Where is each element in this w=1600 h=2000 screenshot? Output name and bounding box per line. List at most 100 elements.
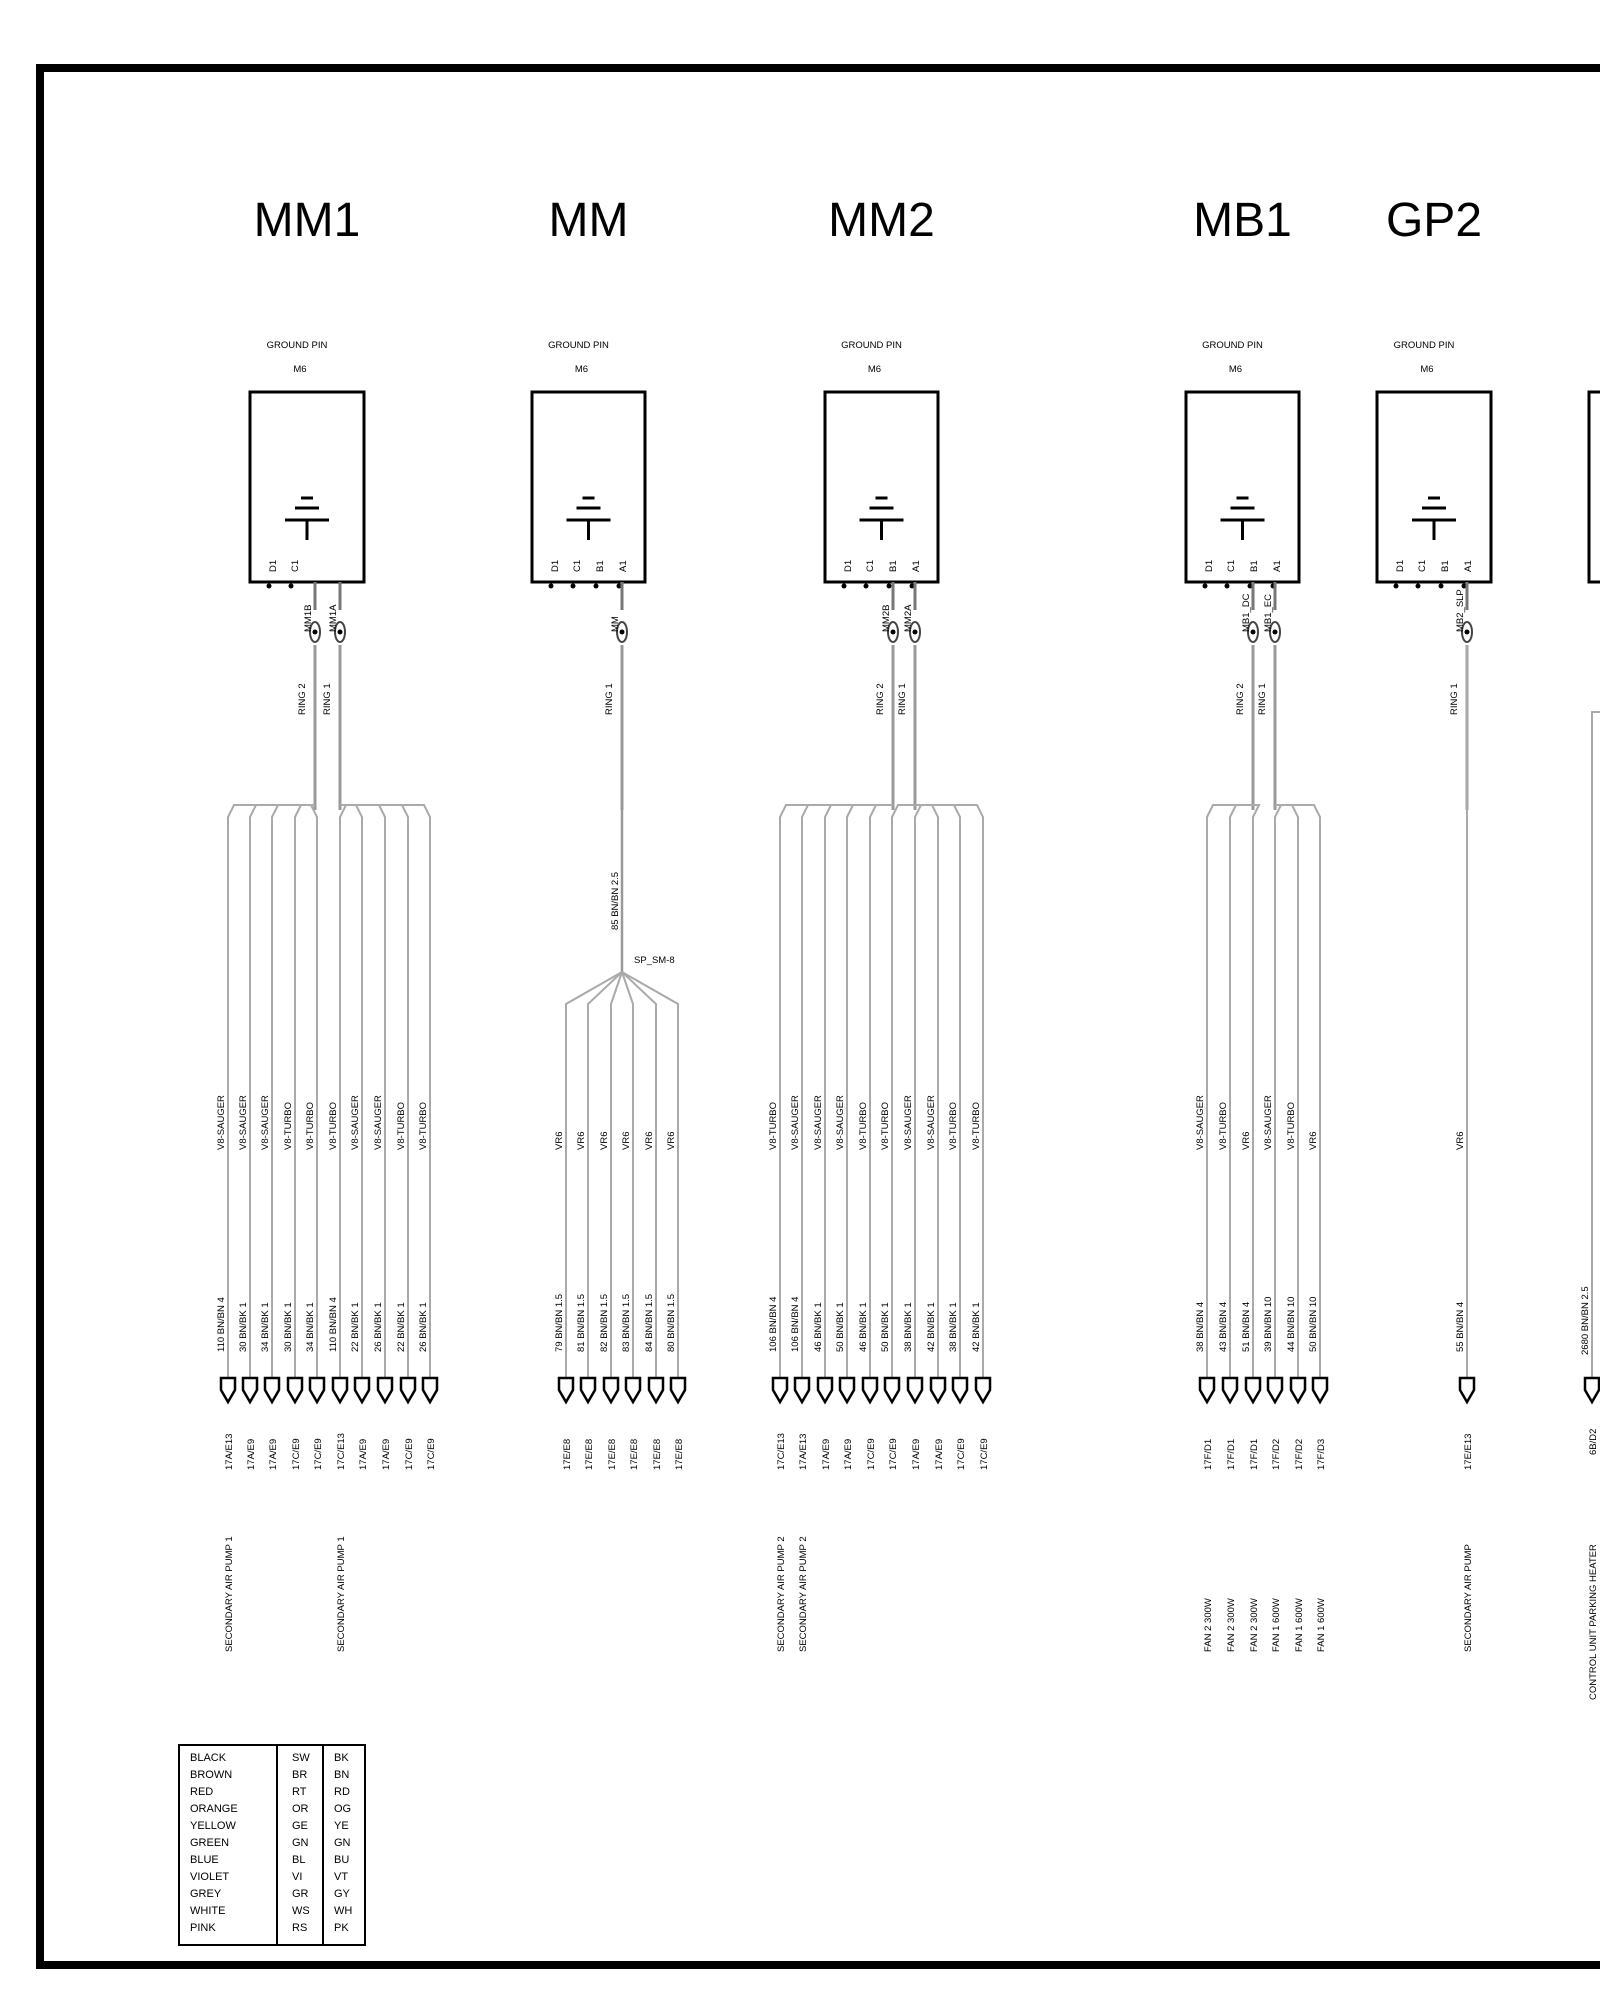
wire-variant-label: VR6: [554, 1132, 565, 1150]
branch-wire: [846, 804, 893, 1380]
ring-label: RING 1: [1257, 683, 1268, 715]
wire-terminal: [1458, 1376, 1476, 1405]
branch-wire: [891, 804, 915, 1380]
legend-cell: GY: [334, 1888, 350, 1900]
wire-variant-label: V8-SAUGER: [903, 1095, 914, 1150]
legend-cell: BROWN: [190, 1769, 233, 1781]
legend-cell: BK: [334, 1752, 349, 1764]
wire-terminal: [1311, 1376, 1329, 1405]
ring-terminal-hole: [1464, 629, 1470, 635]
pin-dot: [288, 583, 294, 589]
partial-gauge-label: 2680 BN/BN 2.5: [1580, 1286, 1591, 1355]
wire-variant-label: VR6: [599, 1132, 610, 1150]
pin-label: C1: [1226, 560, 1237, 572]
module-title: GP2: [1386, 194, 1482, 247]
branch-wire: [309, 804, 318, 1380]
wire-variant-label: V8-SAUGER: [1195, 1095, 1206, 1150]
wire-terminal: [838, 1376, 856, 1405]
pin-dot: [616, 583, 622, 589]
ring-connector-label: MM1B: [303, 605, 314, 632]
wire-variant-label: V8-TURBO: [768, 1102, 779, 1150]
ring-connector-label: MM2A: [903, 604, 914, 632]
wire-terminal-label: 17C/E13: [336, 1433, 347, 1470]
partial-terminal: [1583, 1376, 1600, 1405]
legend-cell: PINK: [190, 1922, 216, 1934]
ground-pin-label: GROUND PIN: [841, 340, 902, 351]
wire-terminal: [861, 1376, 879, 1405]
ground-pin-box: [1375, 390, 1493, 584]
wire-variant-label: V8-TURBO: [1286, 1102, 1297, 1150]
wire-terminal-label: 17E/E8: [584, 1439, 595, 1470]
pin-dot: [570, 583, 576, 589]
legend-cell: BLUE: [190, 1854, 219, 1866]
ring-label: RING 2: [1235, 683, 1246, 715]
wire-gauge-label: 84 BN/BN 1.5: [644, 1294, 655, 1352]
wire-terminal: [579, 1376, 597, 1405]
pin-dot: [1415, 583, 1421, 589]
branch-wire: [1275, 804, 1321, 1380]
branch-wire: [294, 804, 315, 1380]
legend-cell: YELLOW: [190, 1820, 236, 1832]
partial-function-label: CONTROL UNIT PARKING HEATER: [1588, 1544, 1599, 1700]
pin-label: C1: [572, 560, 583, 572]
wire-variant-label: VR6: [576, 1132, 587, 1150]
wire-terminal-label: 17A/E9: [911, 1439, 922, 1470]
legend-cell: GR: [292, 1888, 309, 1900]
branch-wire: [915, 804, 939, 1380]
wire-variant-label: V8-TURBO: [283, 1102, 294, 1150]
ground-pin-label: GROUND PIN: [267, 340, 328, 351]
ring-connector-label: MB2_SLP: [1455, 589, 1466, 632]
branch-wire: [869, 804, 893, 1380]
wire-terminal-label: 17A/E13: [798, 1434, 809, 1470]
pin-dot: [548, 583, 554, 589]
ring-label: RING 2: [297, 683, 308, 715]
pin-dot: [1202, 583, 1208, 589]
wire-terminal: [1266, 1376, 1284, 1405]
legend-cell: GREEN: [190, 1837, 230, 1849]
pin-label: D1: [550, 560, 561, 572]
branch-wire: [1252, 804, 1261, 1380]
pin-dot: [841, 583, 847, 589]
wire-terminal: [1221, 1376, 1239, 1405]
branch-wire: [914, 804, 923, 1380]
ground-pin-box: [1184, 390, 1301, 584]
wire-variant-label: V8-TURBO: [880, 1102, 891, 1150]
wire-terminal: [1198, 1376, 1216, 1405]
wire-terminal: [771, 1376, 789, 1405]
wire-variant-label: V8-SAUGER: [373, 1095, 384, 1150]
wire-function-label: FAN 1 600W: [1294, 1598, 1305, 1652]
pin-dot: [886, 583, 892, 589]
stud-size-label: M6: [1420, 364, 1433, 375]
stud-size-label: M6: [1229, 364, 1242, 375]
wire-gauge-label: 34 BN/BK 1: [260, 1302, 271, 1352]
wire-terminal-label: 17C/E9: [956, 1438, 967, 1470]
legend-cell: VT: [334, 1871, 349, 1883]
wire-gauge-label: 46 BN/BK 1: [858, 1302, 869, 1352]
pin-label: C1: [1417, 560, 1428, 572]
wire-gauge-label: 50 BN/BK 1: [880, 1302, 891, 1352]
partial-module-box: [1587, 390, 1600, 584]
wire-variant-label: V8-SAUGER: [216, 1095, 227, 1150]
wire-gauge-label: 55 BN/BN 4: [1455, 1302, 1466, 1352]
wire-gauge-label: 38 BN/BN 4: [1195, 1302, 1206, 1352]
legend-cell: BU: [334, 1854, 350, 1866]
splice-label: SP_SM-8: [634, 955, 675, 966]
branch-wire: [621, 971, 634, 1380]
wire-terminal: [624, 1376, 642, 1405]
wire-terminal-label: 17F/D1: [1226, 1439, 1237, 1470]
wire-terminal-label: 17C/E9: [426, 1438, 437, 1470]
drawing-frame: [36, 64, 1600, 1969]
wire-terminal-label: 17E/E13: [1463, 1434, 1474, 1470]
wire-terminal: [647, 1376, 665, 1405]
wire-terminal-label: 17F/D1: [1203, 1439, 1214, 1470]
pin-label: D1: [843, 560, 854, 572]
wire-terminal-label: 17C/E9: [888, 1438, 899, 1470]
wire-variant-label: VR6: [666, 1132, 677, 1150]
pin-label: B1: [1249, 560, 1260, 572]
wire-terminal: [669, 1376, 687, 1405]
wire-gauge-label: 110 BN/BN 4: [328, 1297, 339, 1352]
wire-gauge-label: 46 BN/BK 1: [813, 1302, 824, 1352]
wire-variant-label: V8-TURBO: [1218, 1102, 1229, 1150]
